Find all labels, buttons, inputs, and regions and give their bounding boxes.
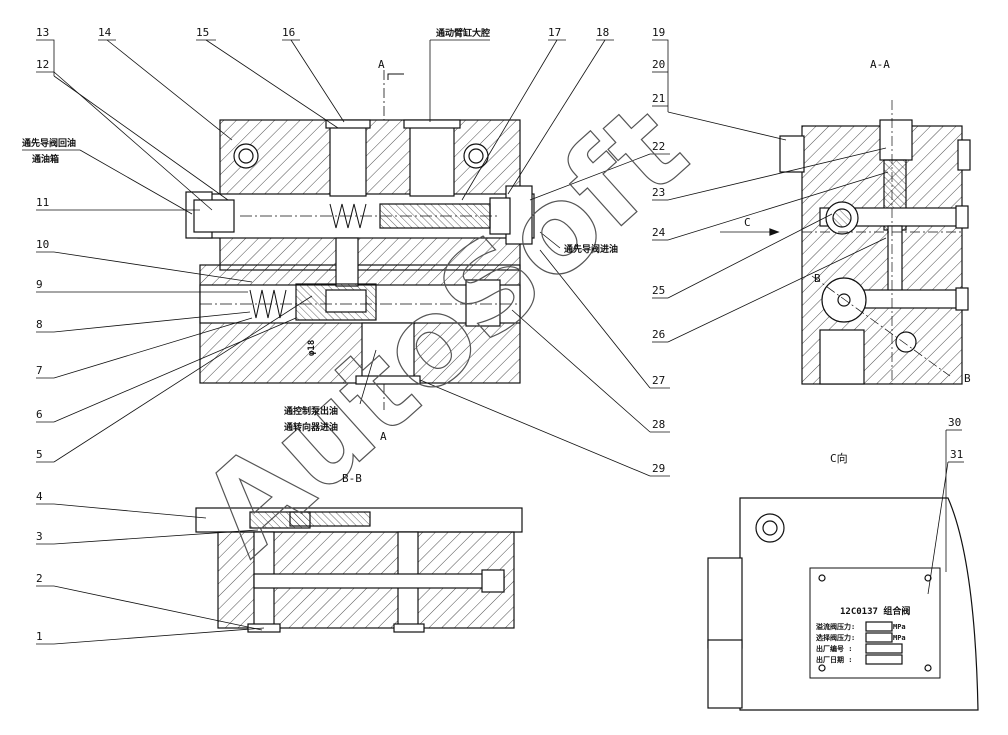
callout-19: 19 — [652, 26, 665, 39]
label-cylinder-big-chamber: 通动臂缸大腔 — [436, 27, 490, 39]
nameplate-row2-unit: MPa — [893, 634, 906, 642]
title-aa: A-A — [870, 58, 890, 71]
section-bb-view — [195, 507, 523, 633]
callout-15: 15 — [196, 26, 209, 39]
callout-30: 30 — [948, 416, 961, 429]
nameplate-row1-unit: MPa — [893, 623, 906, 631]
label-pump-out: 通控制泵出油 — [284, 405, 338, 417]
upper-spring — [329, 203, 367, 229]
callout-11: 11 — [36, 196, 49, 209]
callout-29: 29 — [652, 462, 665, 475]
section-b-right: B — [964, 372, 971, 385]
c-view-outline — [739, 497, 979, 711]
port-labels: 通动臂缸大腔 通先导阀回油 通油箱 通先导阀进油 通控制泵出油 通转向器进油 φ… — [22, 27, 618, 433]
callout-8: 8 — [36, 318, 43, 331]
bolt-hole-right — [463, 143, 489, 169]
view-c-arrow-label: C — [744, 216, 751, 229]
section-a-bottom: A — [380, 430, 387, 443]
callout-7: 7 — [36, 364, 43, 377]
section-b-left: B — [814, 272, 821, 285]
callout-10: 10 — [36, 238, 49, 251]
nameplate-title: 12C0137 组合阀 — [840, 605, 910, 617]
nameplate-row2-label: 选择阀压力: — [816, 633, 855, 642]
callout-16: 16 — [282, 26, 295, 39]
callout-27: 27 — [652, 374, 665, 387]
callout-17: 17 — [548, 26, 561, 39]
callout-14: 14 — [98, 26, 112, 39]
callout-26: 26 — [652, 328, 665, 341]
title-c-view: C向 — [830, 451, 848, 465]
leader-lines — [22, 39, 964, 645]
c-view — [707, 497, 979, 711]
callout-3: 3 — [36, 530, 43, 543]
callout-20: 20 — [652, 58, 665, 71]
callout-13: 13 — [36, 26, 49, 39]
title-bb: B-B — [342, 472, 362, 485]
callout-23: 23 — [652, 186, 665, 199]
section-aa-view — [720, 100, 971, 385]
label-to-tank: 通油箱 — [32, 153, 59, 165]
callout-numbers: 13 14 15 16 17 18 19 20 21 12 11 10 9 8 … — [36, 26, 963, 643]
lower-piston — [465, 279, 501, 327]
section-a-top: A — [378, 58, 385, 71]
callout-5: 5 — [36, 448, 43, 461]
callout-4: 4 — [36, 490, 43, 503]
callout-1: 1 — [36, 630, 43, 643]
callout-25: 25 — [652, 284, 665, 297]
nameplate-row1-label: 溢流阀压力: — [816, 622, 855, 631]
callout-2: 2 — [36, 572, 43, 585]
nameplate-row3-label: 出厂编号 : — [816, 644, 852, 653]
callout-21: 21 — [652, 92, 665, 105]
bolt-hole-left — [233, 143, 259, 169]
callout-24: 24 — [652, 226, 666, 239]
nameplate-text: 12C0137 组合阀 溢流阀压力: MPa 选择阀压力: MPa 出厂编号 :… — [816, 605, 910, 664]
callout-12: 12 — [36, 58, 49, 71]
label-pilot-inlet: 通先导阀进油 — [564, 243, 618, 255]
nameplate — [809, 567, 941, 679]
callout-22: 22 — [652, 140, 665, 153]
section-labels: A-A B-B C向 A A B B C — [342, 58, 971, 485]
lower-spring — [249, 289, 287, 319]
label-steering-in: 通转向器进油 — [284, 421, 338, 433]
callout-9: 9 — [36, 278, 43, 291]
main-section-view — [185, 70, 535, 410]
callout-28: 28 — [652, 418, 665, 431]
callout-6: 6 — [36, 408, 43, 421]
callout-31: 31 — [950, 448, 963, 461]
label-diameter: φ18 — [307, 340, 317, 356]
callout-18: 18 — [596, 26, 609, 39]
nameplate-row4-label: 出厂日期 : — [816, 655, 852, 664]
label-pilot-return: 通先导阀回油 — [22, 137, 76, 149]
